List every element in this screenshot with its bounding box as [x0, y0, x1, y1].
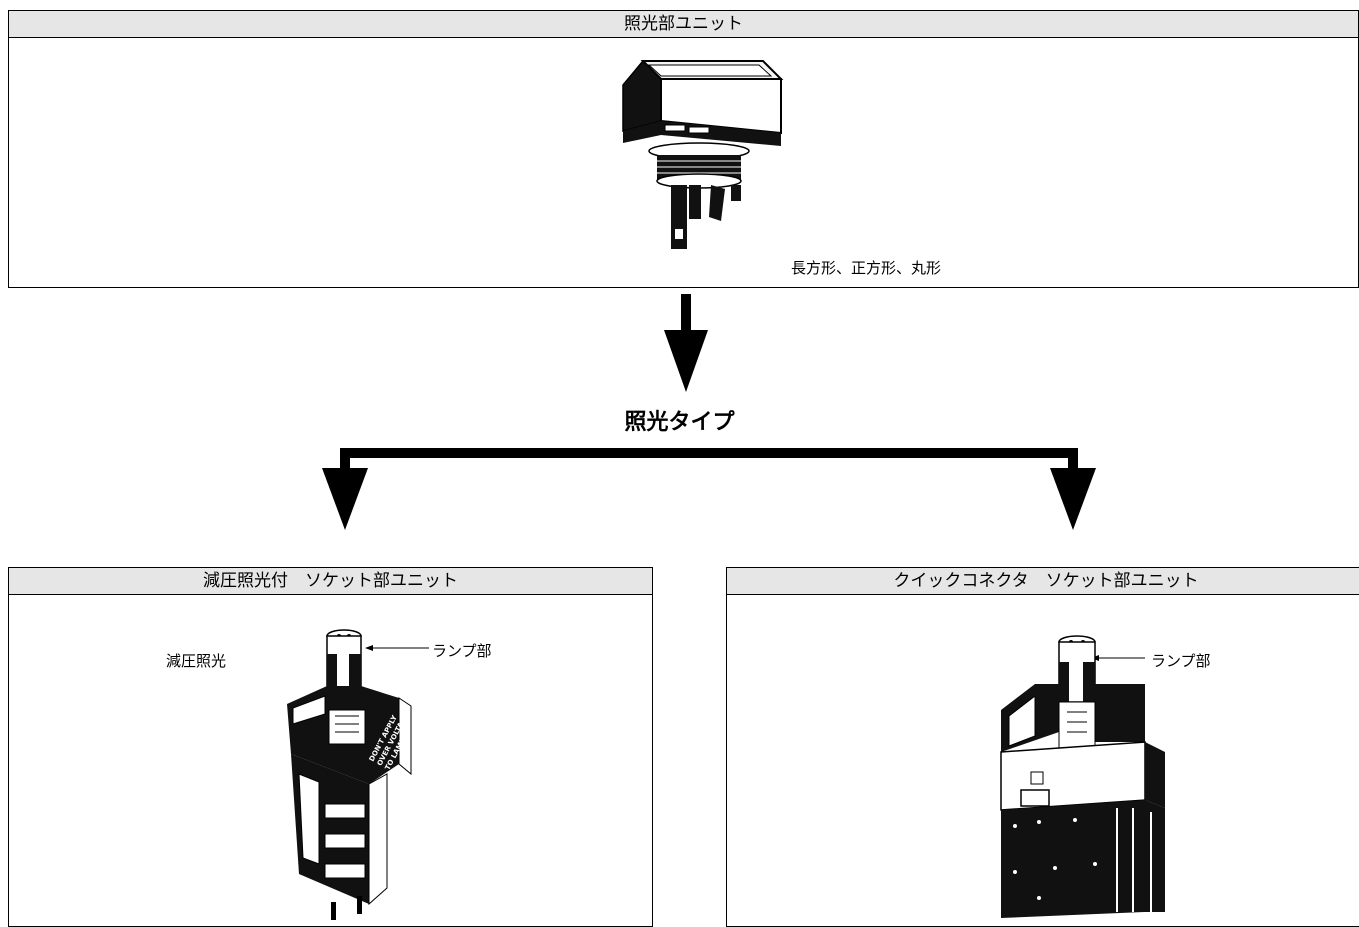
lamp-label-right: ランプ部	[1151, 652, 1211, 670]
quick-connector-socket-illustration	[1000, 635, 1165, 918]
lighting-type-label: 照光タイプ	[624, 410, 735, 435]
right-branch-shaft	[1068, 448, 1078, 470]
right-arrow-head	[1050, 468, 1096, 530]
lamp-label-left: ランプ部	[432, 642, 492, 660]
reduced-voltage-label: 減圧照光	[166, 652, 227, 670]
reduced-voltage-socket-panel: 減圧照光付 ソケット部ユニット 減圧照光 ランプ部 DON'T APPLY OV…	[8, 567, 653, 927]
reduced-voltage-socket-illustration: DON'T APPLY OVER VOLTAGE TO LAMP.	[287, 629, 429, 920]
quick-connector-socket-header: クイックコネクタ ソケット部ユニット	[727, 568, 1359, 595]
quick-connector-socket-panel: クイックコネクタ ソケット部ユニット ランプ部	[726, 567, 1359, 927]
top-arrow-head	[664, 330, 708, 392]
illumination-unit-header: 照光部ユニット	[9, 11, 1358, 38]
left-arrow-head	[322, 468, 368, 530]
left-branch-shaft	[340, 448, 350, 470]
top-arrow-shaft	[681, 294, 691, 332]
branch-bar	[340, 448, 1078, 458]
shapes-caption: 長方形、正方形、丸形	[791, 259, 942, 277]
illumination-unit-illustration	[622, 59, 784, 249]
illumination-unit-panel: 照光部ユニット 長方形、正方形、丸形	[8, 10, 1359, 288]
reduced-voltage-socket-header: 減圧照光付 ソケット部ユニット	[9, 568, 652, 595]
